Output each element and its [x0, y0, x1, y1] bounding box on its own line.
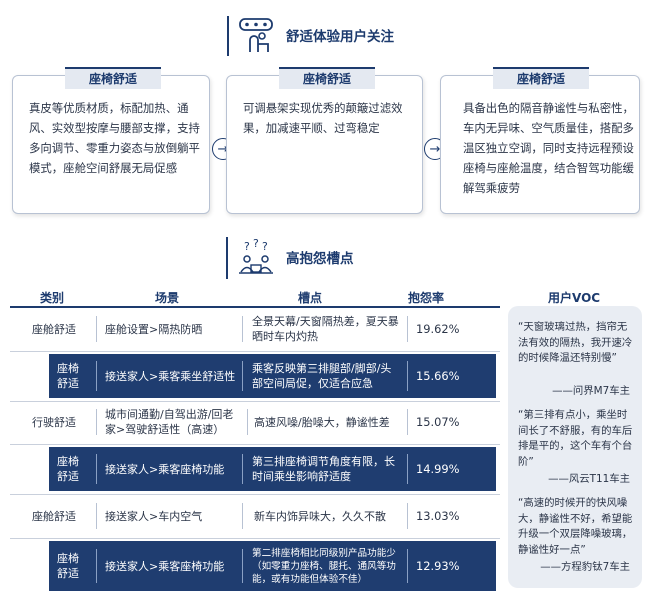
voc-quote: “高速的时候开的快风噪大，静谧性不好，希望能升级一个双层降噪玻璃，静谧性好一点” [518, 497, 633, 556]
voc-author: ——风云T11车主 [548, 473, 630, 485]
cell-pain: 第二排座椅相比同级别产品功能少（如零重力座椅、腿托、通风等功能，或有功能但体验不… [252, 547, 396, 585]
cell-scene: 接送家人>车内空气 [105, 509, 203, 523]
card-tag: 座椅舒适 [65, 67, 161, 89]
section-title: 高抱怨槽点 [286, 251, 354, 267]
col-header-category: 类别 [40, 291, 65, 305]
cell-scene: 接送家人>乘客乘坐舒适性 [105, 369, 236, 383]
voc-author: ——问界M7车主 [552, 385, 630, 397]
cell-pain: 全景天幕/天窗隔热差，夏天暴晒时车内灼热 [252, 315, 399, 343]
card-tag: 座椅舒适 [493, 67, 589, 89]
table-row: 行驶舒适 城市间通勤/自驾出游/回老家>驾驶舒适性（高速） 高速风噪/胎噪大，静… [10, 403, 500, 441]
table-row-highlight: 座椅舒适 接送家人>乘客座椅功能 第三排座椅调节角度有限，长时间乘坐影响舒适度 … [49, 447, 496, 491]
cell-pain: 新车内饰异味大，久久不散 [254, 509, 386, 523]
cell-pain: 第三排座椅调节角度有限，长时间乘坐影响舒适度 [252, 455, 395, 483]
cell-category: 座舱舒适 [32, 322, 76, 336]
cell-scene: 接送家人>乘客座椅功能 [105, 462, 225, 476]
cell-category: 座椅舒适 [57, 455, 79, 483]
cell-rate: 15.66% [416, 368, 460, 383]
cell-scene: 座舱设置>隔热防晒 [105, 322, 203, 336]
voc-quote: “天窗玻璃过热，挡帘无法有效的隔热，我开速冷的时候降温还特别慢” [518, 321, 633, 364]
section-header-comfort: 舒适体验用户关注 [236, 16, 394, 54]
feature-card-1: 座椅舒适 真皮等优质材质，标配加热、通风、实效型按摩与腰部支撑，支持多向调节、零… [12, 67, 210, 214]
table-row: 座舱舒适 座舱设置>隔热防晒 全景天幕/天窗隔热差，夏天暴晒时车内灼热 19.6… [10, 310, 500, 348]
col-header-scene: 场景 [155, 291, 180, 305]
cell-rate: 14.99% [416, 461, 460, 476]
cell-rate: 13.03% [416, 508, 460, 523]
table-row-highlight: 座椅舒适 接送家人>乘客乘坐舒适性 乘客反映第三排腿部/脚部/头部空间局促，仅适… [49, 354, 496, 398]
cell-rate: 15.07% [416, 414, 460, 429]
section-title: 舒适体验用户关注 [286, 29, 394, 45]
cell-category: 座舱舒适 [32, 509, 76, 523]
svg-text:?: ? [244, 240, 250, 253]
header-divider-line [227, 16, 229, 56]
header-divider-line [226, 237, 228, 279]
svg-text:?: ? [253, 238, 259, 250]
card-text: 可调悬架实现优秀的颠簸过滤效果，加减速平顺、过弯稳定 [243, 101, 403, 135]
svg-text:?: ? [262, 240, 268, 253]
card-text: 真皮等优质材质，标配加热、通风、实效型按摩与腰部支撑，支持多向调节、零重力姿态与… [29, 101, 200, 175]
cell-category: 座椅舒适 [57, 552, 79, 580]
cell-scene: 城市间通勤/自驾出游/回老家>驾驶舒适性（高速） [105, 408, 234, 436]
cell-rate: 19.62% [416, 321, 460, 336]
cell-category: 行驶舒适 [32, 415, 76, 429]
col-header-pain: 槽点 [298, 291, 323, 305]
voc-panel: “天窗玻璃过热，挡帘无法有效的隔热，我开速冷的时候降温还特别慢” ——问界M7车… [508, 306, 642, 588]
card-tag: 座椅舒适 [279, 67, 375, 89]
cell-rate: 12.93% [416, 558, 460, 573]
chair-pointer-icon [239, 18, 273, 52]
cell-scene: 接送家人>乘客座椅功能 [105, 559, 225, 573]
cell-category: 座椅舒适 [57, 362, 79, 390]
card-text: 具备出色的隔音静谧性与私密性，车内无异味、空气质量佳，搭配多温区独立空调，同时支… [463, 101, 634, 195]
col-header-voc: 用户VOC [548, 291, 601, 305]
section-header-complaints: ? ? ? 高抱怨槽点 [236, 238, 354, 276]
feature-card-2: 座椅舒适 可调悬架实现优秀的颠簸过滤效果，加减速平顺、过弯稳定 [226, 67, 423, 214]
table-row-highlight: 座椅舒适 接送家人>乘客座椅功能 第二排座椅相比同级别产品功能少（如零重力座椅、… [49, 541, 496, 591]
feature-card-3: 座椅舒适 具备出色的隔音静谧性与私密性，车内无异味、空气质量佳，搭配多温区独立空… [440, 67, 640, 214]
table-row: 座舱舒适 接送家人>车内空气 新车内饰异味大，久久不散 13.03% [10, 497, 500, 535]
voc-quote: “第三排有点小，乘坐时间长了不舒服，有的车后排是平的，这个车有个台阶” [518, 409, 633, 468]
header-rule [10, 306, 500, 308]
cell-pain: 乘客反映第三排腿部/脚部/头部空间局促，仅适合应急 [252, 362, 392, 390]
voc-author: ——方程豹钛7车主 [540, 561, 630, 573]
cell-pain: 高速风噪/胎噪大，静谧性差 [254, 415, 390, 429]
people-question-icon: ? ? ? [239, 238, 273, 274]
col-header-rate: 抱怨率 [408, 291, 445, 305]
